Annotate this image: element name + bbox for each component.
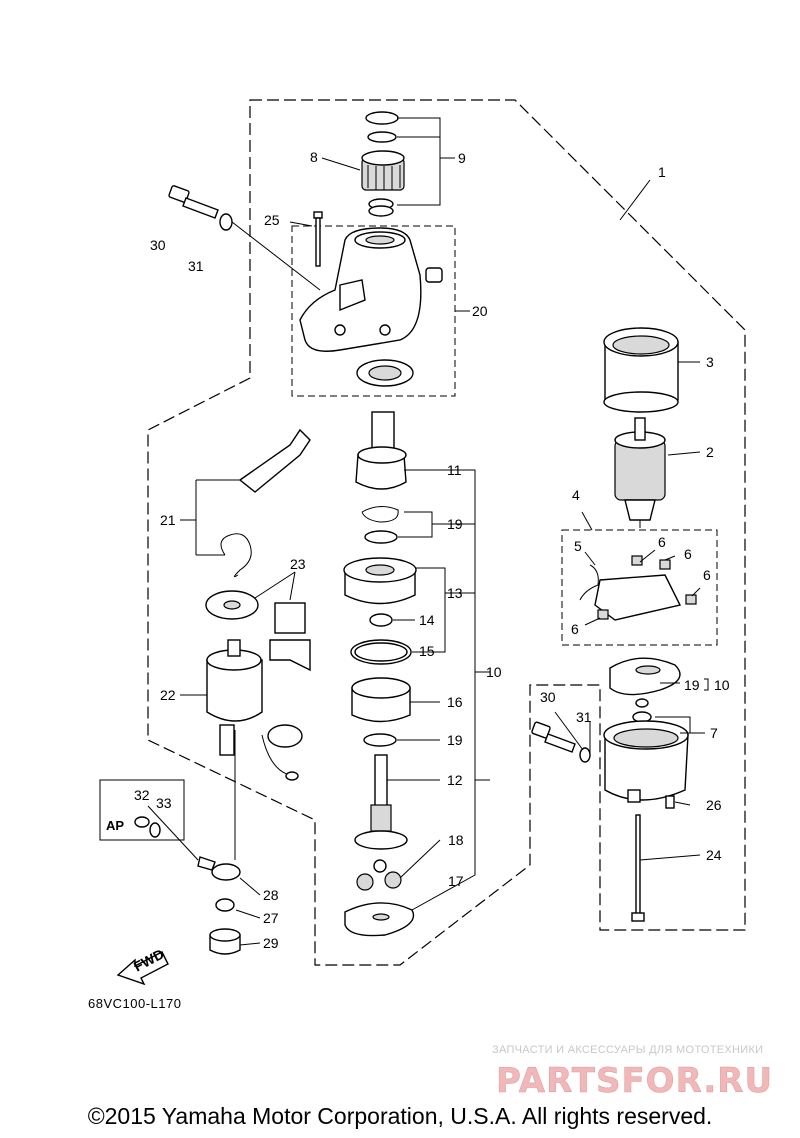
callout-16: 16 [447, 694, 463, 710]
callout-13: 13 [447, 585, 463, 601]
pinion-stack [361, 111, 405, 217]
bracket-19-10 [704, 678, 709, 691]
callout-26: 26 [706, 797, 722, 813]
callout-21: 21 [160, 512, 176, 528]
callout-6a: 6 [658, 534, 666, 550]
yoke-3 [603, 327, 679, 413]
callout-7: 7 [710, 725, 718, 741]
callout-22: 22 [160, 687, 176, 703]
screw-26 [665, 795, 675, 809]
cover-bolt [531, 721, 591, 763]
shift-fork-21 [220, 428, 311, 578]
copyright-notice: ©2015 Yamaha Motor Corporation, U.S.A. A… [87, 1103, 713, 1129]
reference-code: 68VC100-L170 [88, 996, 182, 1011]
assembly-boundary-outline [147, 99, 746, 966]
callout-27: 27 [263, 910, 279, 926]
callout-25: 25 [264, 212, 280, 228]
callout-3: 3 [706, 354, 714, 370]
long-bolt-25 [313, 211, 323, 267]
watermark-tagline: ЗАПЧАСТИ И АКСЕССУАРЫ ДЛЯ МОТОТЕХНИКИ [492, 1044, 764, 1056]
housing-group-box [291, 225, 456, 397]
callout-14: 14 [419, 612, 435, 628]
callout-6c: 6 [703, 567, 711, 583]
callout-8: 8 [310, 149, 318, 165]
ap-box [99, 779, 185, 841]
callout-1: 1 [658, 164, 666, 180]
terminal-parts-27-28-29 [197, 856, 241, 955]
callout-33: 33 [156, 795, 172, 811]
callout-15: 15 [419, 643, 435, 659]
callout-19b: 19 [447, 732, 463, 748]
callout-11: 11 [447, 462, 462, 478]
callout-18: 18 [448, 832, 464, 848]
callout-23: 23 [290, 556, 306, 572]
callout-17: 17 [448, 873, 464, 889]
watermark-logo-text: PARTSFOR.RU [496, 1061, 773, 1100]
solenoid-22 [206, 639, 303, 781]
ap-nut-washer [134, 816, 161, 838]
callout-28: 28 [263, 887, 279, 903]
callout-5: 5 [574, 538, 582, 554]
callout-19a: 19 [447, 516, 463, 532]
center-stack [343, 411, 417, 937]
end-cover-7 [603, 720, 689, 803]
plate-23 [205, 590, 311, 672]
callout-19-10: 10 [714, 677, 730, 693]
callout-9: 9 [458, 150, 466, 166]
armature-2 [614, 417, 666, 528]
callout-2: 2 [706, 444, 714, 460]
ap-label: AP [106, 818, 125, 833]
callout-24: 24 [706, 847, 722, 863]
callout-6d: 6 [571, 621, 579, 637]
callout-12: 12 [447, 772, 463, 788]
brush-holder-box [561, 529, 718, 646]
watermark-logo: PARTSFOR.RU [496, 1061, 773, 1100]
brush-holder-4 [579, 555, 697, 621]
callout-29: 29 [263, 935, 279, 951]
fwd-arrow-icon [116, 951, 169, 986]
starter-housing [299, 227, 443, 387]
callout-31b: 31 [576, 709, 592, 725]
callout-19c: 19 [684, 677, 700, 693]
callout-6b: 6 [684, 546, 692, 562]
callout-32: 32 [134, 787, 150, 803]
leader-lines [147, 117, 705, 946]
callout-30b: 30 [540, 689, 556, 705]
callout-10: 10 [486, 664, 502, 680]
end-plate [609, 657, 681, 723]
callout-31a: 31 [188, 258, 204, 274]
callout-30a: 30 [150, 237, 166, 253]
housing-bolt [168, 185, 233, 231]
callout-20: 20 [472, 303, 488, 319]
callout-labels: 1 2 3 4 5 6 6 6 6 7 8 9 10 11 12 13 14 1… [134, 149, 730, 951]
through-bolt-24 [631, 814, 645, 922]
callout-4: 4 [572, 487, 580, 503]
